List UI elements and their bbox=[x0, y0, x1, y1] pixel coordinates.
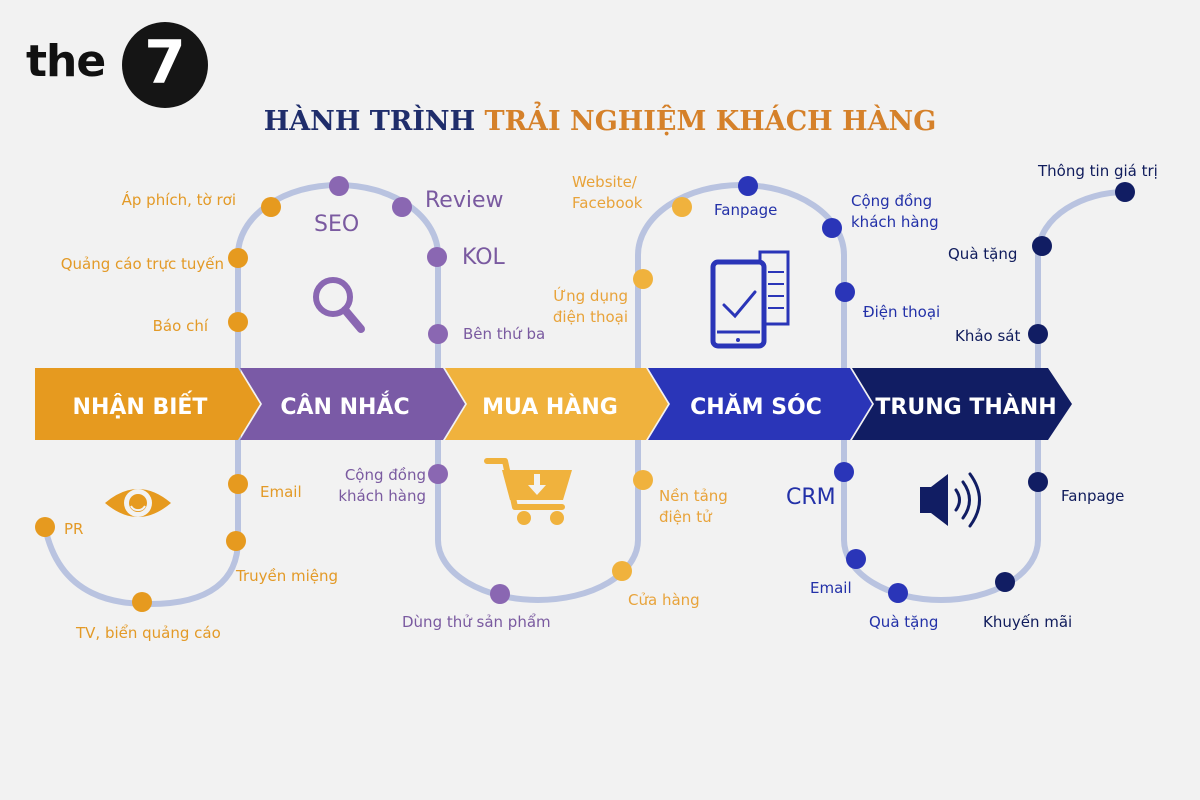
dot-email-2 bbox=[846, 549, 866, 569]
stage-label-loyalty: TRUNG THÀNH bbox=[875, 394, 1056, 420]
dot-quang-cao bbox=[228, 248, 248, 268]
label-pr: PR bbox=[64, 520, 84, 538]
dot-khao-sat bbox=[1028, 324, 1048, 344]
stage-label-awareness: NHẬN BIẾT bbox=[73, 391, 208, 420]
dot-ap-phich bbox=[261, 197, 281, 217]
label-qua-tang-care: Quà tặng bbox=[869, 613, 939, 631]
dot-truyen-mieng bbox=[226, 531, 246, 551]
dot-thong-tin bbox=[1115, 182, 1135, 202]
label-ben-thu-ba: Bên thứ ba bbox=[463, 325, 546, 343]
dot-ben-thu-ba bbox=[428, 324, 448, 344]
label-fanpage-care: Fanpage bbox=[714, 201, 778, 219]
label-khuyen-mai: Khuyến mãi bbox=[983, 613, 1073, 631]
stage-arrows: NHẬN BIẾT CÂN NHẮC MUA HÀNG CHĂM SÓC TRU… bbox=[35, 368, 1072, 440]
logo-number: 7 bbox=[144, 28, 186, 98]
magnifier-icon bbox=[313, 277, 365, 333]
title-part-2: TRẢI NGHIỆM KHÁCH HÀNG bbox=[484, 106, 937, 137]
dot-cua-hang bbox=[612, 561, 632, 581]
label-ap-phich: Áp phích, tờ rơi bbox=[121, 191, 236, 209]
dot-website bbox=[672, 197, 692, 217]
label-cong-dong-khach-hang-2: Cộng đồng khách hàng bbox=[851, 192, 939, 231]
dot-bao-chi bbox=[228, 312, 248, 332]
stage-label-purchase: MUA HÀNG bbox=[482, 394, 618, 420]
label-website-facebook: Website/ Facebook bbox=[572, 173, 643, 212]
dot-dung-thu bbox=[490, 584, 510, 604]
label-dung-thu-san-pham: Dùng thử sản phẩm bbox=[402, 613, 551, 631]
label-email-awareness: Email bbox=[260, 483, 302, 501]
dot-cong-dong-2 bbox=[822, 218, 842, 238]
dot-tv bbox=[132, 592, 152, 612]
page-title: HÀNH TRÌNH TRẢI NGHIỆM KHÁCH HÀNG bbox=[0, 106, 1200, 137]
label-review: Review bbox=[425, 188, 504, 213]
label-dien-thoai: Điện thoại bbox=[863, 303, 941, 321]
dot-fanpage-2 bbox=[1028, 472, 1048, 492]
dot-review bbox=[392, 197, 412, 217]
logo-text: the bbox=[26, 36, 106, 87]
stage-arrow-loyalty bbox=[852, 368, 1072, 440]
stage-arrow-awareness bbox=[35, 368, 260, 440]
dot-crm bbox=[834, 462, 854, 482]
eye-icon bbox=[105, 489, 171, 517]
speaker-icon bbox=[920, 472, 981, 528]
stage-arrow-care bbox=[648, 368, 872, 440]
dot-fanpage-1 bbox=[738, 176, 758, 196]
dot-kol bbox=[427, 247, 447, 267]
stage-arrow-purchase bbox=[445, 368, 668, 440]
dot-pr bbox=[35, 517, 55, 537]
stage-arrow-consideration bbox=[240, 368, 465, 440]
label-seo: SEO bbox=[314, 212, 360, 237]
label-tv-bien-quang-cao: TV, biển quảng cáo bbox=[76, 624, 221, 642]
label-quang-cao-truc-tuyen: Quảng cáo trực tuyến bbox=[60, 255, 224, 273]
label-cua-hang: Cửa hàng bbox=[628, 591, 700, 609]
label-bao-chi: Báo chí bbox=[152, 317, 208, 335]
dot-cong-dong-1 bbox=[428, 464, 448, 484]
dot-qua-tang-2 bbox=[1032, 236, 1052, 256]
dot-seo bbox=[329, 176, 349, 196]
dot-nen-tang bbox=[633, 470, 653, 490]
dot-khuyen-mai bbox=[995, 572, 1015, 592]
stage-label-care: CHĂM SÓC bbox=[690, 394, 822, 420]
dot-ung-dung bbox=[633, 269, 653, 289]
dot-dien-thoai bbox=[835, 282, 855, 302]
label-thong-tin-gia-tri: Thông tin giá trị bbox=[1038, 162, 1158, 180]
shopping-cart-icon bbox=[484, 458, 572, 525]
label-qua-tang-loyalty: Quà tặng bbox=[948, 245, 1018, 263]
label-nen-tang-dien-tu: Nền tảng điện tử bbox=[659, 487, 728, 526]
label-khao-sat: Khảo sát bbox=[955, 327, 1021, 345]
title-part-1: HÀNH TRÌNH bbox=[263, 106, 476, 137]
label-fanpage-loyalty: Fanpage bbox=[1061, 487, 1125, 505]
touchpoint-dots bbox=[35, 176, 1135, 612]
dot-email-1 bbox=[228, 474, 248, 494]
label-kol: KOL bbox=[462, 245, 505, 270]
mobile-document-icon bbox=[710, 250, 790, 349]
dot-qua-tang-1 bbox=[888, 583, 908, 603]
label-truyen-mieng: Truyền miệng bbox=[236, 567, 339, 585]
label-cong-dong-khach-hang-1: Cộng đồng khách hàng bbox=[338, 466, 426, 505]
label-crm: CRM bbox=[786, 485, 836, 510]
label-email-care: Email bbox=[810, 579, 852, 597]
stage-label-consideration: CÂN NHẮC bbox=[280, 391, 409, 420]
logo-circle: 7 bbox=[122, 22, 208, 108]
label-ung-dung-dien-thoai: Ứng dụng điện thoại bbox=[552, 287, 628, 326]
